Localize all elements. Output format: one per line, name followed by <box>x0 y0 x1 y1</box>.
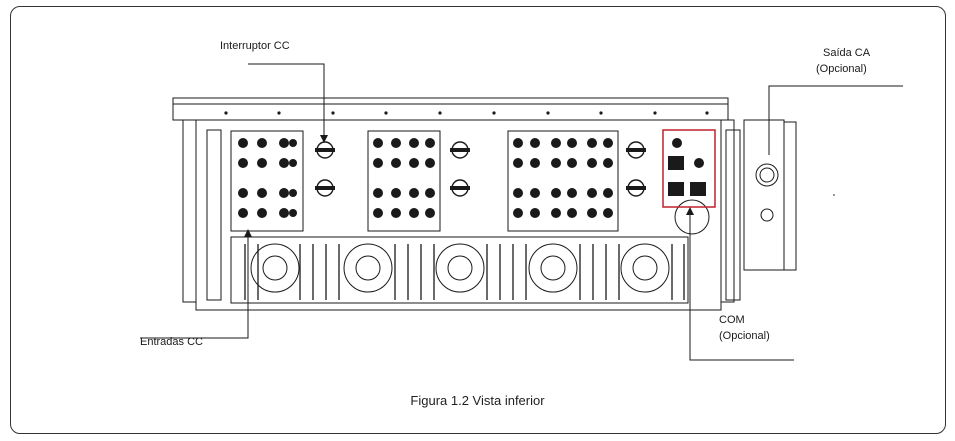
ac-output-box <box>743 119 785 271</box>
leader-entradas <box>140 232 249 339</box>
dc-panel-2 <box>367 130 441 232</box>
dc-panel-1 <box>230 130 304 232</box>
leader-interruptor <box>248 63 325 140</box>
label-saida-ca: Saída CA <box>823 47 871 59</box>
com-highlight-box <box>662 129 716 208</box>
top-flange <box>172 97 729 121</box>
fan-housing <box>230 236 689 304</box>
label-entradas-cc: Entradas CC <box>140 336 203 348</box>
figure-frame <box>10 6 946 434</box>
label-com-opcional: (Opcional) <box>719 330 770 342</box>
left-bracket <box>182 119 197 303</box>
figure-caption: Figura 1.2 Vista inferior <box>410 393 545 408</box>
label-saida-opcional: (Opcional) <box>816 63 867 75</box>
right-bracket <box>720 119 735 303</box>
leader-com <box>689 210 794 361</box>
label-com: COM <box>719 314 745 326</box>
label-interruptor-cc: Interruptor CC <box>220 40 290 52</box>
leader-saida <box>768 85 903 155</box>
dc-panel-3 <box>507 130 619 232</box>
